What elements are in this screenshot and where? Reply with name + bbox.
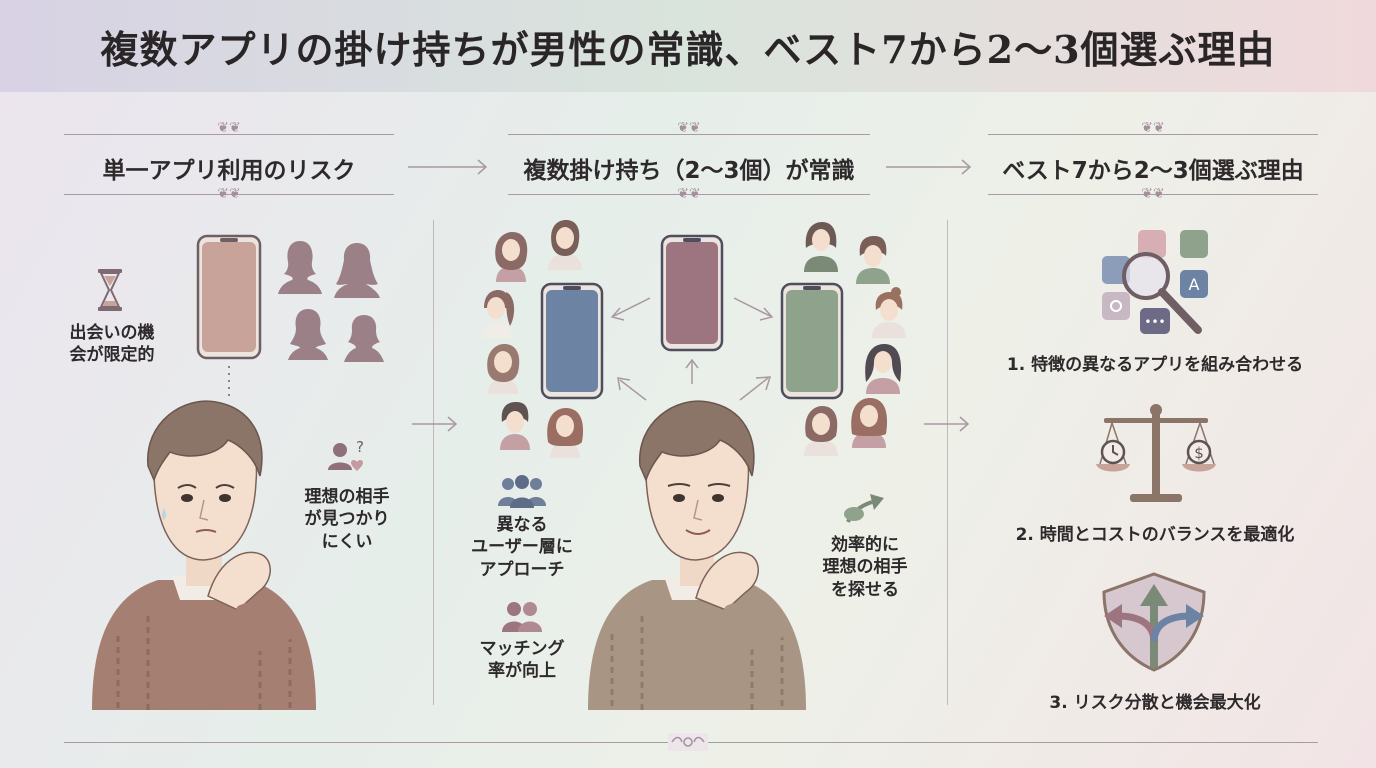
reason-label: 2. 時間とコストのバランスを最適化 bbox=[1015, 525, 1295, 545]
ornament-icon bbox=[668, 733, 708, 751]
smartphone-green bbox=[780, 282, 844, 400]
woman-portrait bbox=[856, 236, 890, 284]
user-pair-icon bbox=[502, 602, 542, 632]
magnifier-apps-icon: A ••• bbox=[1102, 230, 1208, 334]
person-question-icon: ? bbox=[328, 438, 364, 471]
caption-hard-to-find: 理想の相手 が見つかり にくい bbox=[304, 487, 390, 552]
woman-portrait bbox=[500, 402, 530, 450]
hourglass-icon bbox=[98, 269, 122, 311]
ornament-icon: ❦❦ bbox=[217, 120, 241, 136]
caption-efficient-search: 効率的に 理想の相手 を探せる bbox=[822, 535, 908, 600]
svg-text:?: ? bbox=[356, 438, 364, 456]
caption-matching-rate: マッチング 率が向上 bbox=[479, 639, 565, 682]
section-heading: 単一アプリ利用のリスク bbox=[102, 158, 356, 184]
woman-portrait bbox=[865, 344, 902, 394]
woman-silhouette bbox=[334, 243, 380, 298]
ornament-icon: ❦❦ bbox=[677, 120, 701, 136]
woman-portrait bbox=[495, 232, 528, 282]
growth-arrow-icon bbox=[844, 494, 884, 523]
woman-portrait bbox=[487, 344, 520, 394]
woman-portrait bbox=[482, 290, 515, 338]
dotted-connector bbox=[228, 366, 230, 400]
column-divider bbox=[433, 220, 434, 705]
woman-silhouette bbox=[278, 241, 322, 294]
ornament-icon: ❦❦ bbox=[217, 186, 241, 202]
svg-text:•••: ••• bbox=[1144, 315, 1165, 329]
balance-scale-icon: $ bbox=[1096, 404, 1216, 502]
woman-portrait bbox=[804, 406, 838, 456]
woman-silhouette bbox=[288, 309, 328, 360]
direction-arrows-icon bbox=[610, 297, 774, 401]
flow-arrow-icon bbox=[412, 416, 458, 432]
column-divider bbox=[947, 220, 948, 705]
caption-limited-opportunity: 出会いの機 会が限定的 bbox=[69, 323, 155, 366]
woman-portrait bbox=[804, 222, 838, 272]
woman-portrait bbox=[872, 287, 906, 338]
reason-label: 3. リスク分散と機会最大化 bbox=[1049, 693, 1261, 713]
title-bar: 複数アプリの掛け持ちが男性の常識、ベスト7から2〜3個選ぶ理由 bbox=[0, 0, 1376, 92]
woman-silhouette bbox=[344, 315, 384, 362]
smartphone-blue bbox=[540, 282, 604, 400]
flow-arrow-icon bbox=[408, 159, 488, 175]
branching-arrows-shield-icon bbox=[1102, 572, 1206, 672]
section-heading: 複数掛け持ち（2〜3個）が常識 bbox=[523, 158, 855, 184]
reason-label: 1. 特徴の異なるアプリを組み合わせる bbox=[1006, 355, 1304, 375]
section-heading: ベスト7から2〜3個選ぶ理由 bbox=[1002, 158, 1304, 184]
page-title: 複数アプリの掛け持ちが男性の常識、ベスト7から2〜3個選ぶ理由 bbox=[100, 26, 1276, 72]
svg-text:A: A bbox=[1189, 275, 1200, 294]
woman-portrait bbox=[851, 398, 888, 448]
smartphone-mauve bbox=[660, 234, 724, 352]
ornament-icon: ❦❦ bbox=[1141, 120, 1165, 136]
user-group-icon bbox=[498, 475, 546, 508]
flow-arrow-icon bbox=[886, 159, 972, 175]
flow-arrow-icon bbox=[924, 416, 970, 432]
woman-portrait bbox=[548, 220, 582, 270]
smartphone-single bbox=[196, 234, 262, 360]
ornament-icon: ❦❦ bbox=[677, 186, 701, 202]
woman-portrait bbox=[547, 408, 584, 458]
confident-man-illustration bbox=[588, 400, 806, 710]
caption-diverse-users: 異なる ユーザー層に アプローチ bbox=[471, 515, 573, 580]
ornament-icon: ❦❦ bbox=[1141, 186, 1165, 202]
worried-man-illustration bbox=[92, 400, 316, 710]
svg-text:$: $ bbox=[1194, 444, 1204, 462]
